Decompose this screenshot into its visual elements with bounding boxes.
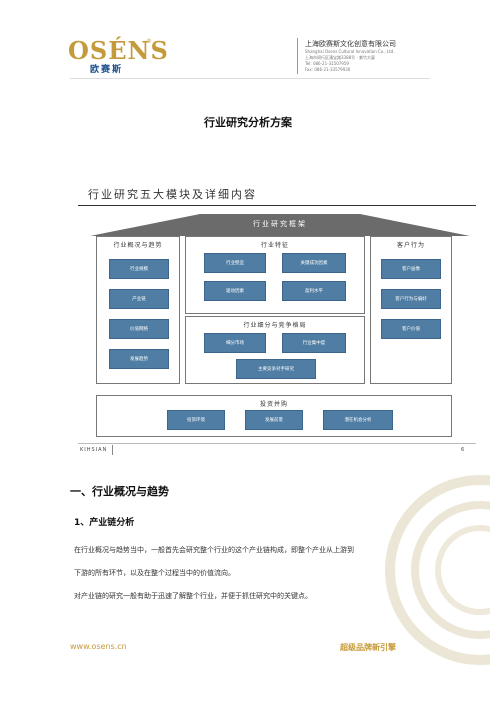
company-name: 上海欧赛斯文化创意有限公司 — [305, 40, 396, 48]
module-box: 发展趋势 — [109, 349, 169, 369]
paragraph-line: 对产业链的研究一般有助于迅速了解整个行业，并便于抓住研究中的关键点。 — [74, 592, 312, 600]
figure-title: 行业研究五大模块及详细内容 — [88, 188, 257, 201]
module-box: 价值网络 — [109, 319, 169, 339]
document-title: 行业研究分析方案 — [204, 116, 292, 129]
panel-title: 客户行为 — [396, 242, 425, 249]
module-box: 行业集中度 — [282, 333, 346, 353]
module-box: 主要竞争对手研究 — [236, 359, 316, 379]
module-box: 潜在机会分析 — [323, 410, 393, 430]
company-english-name: Shanghai Osens Cultural Innovation Co., … — [305, 49, 395, 54]
panel-customer-behavior: 客户行为 客户画像 客户行为与偏好 客户价值 — [370, 236, 452, 384]
module-box: 客户价值 — [381, 319, 441, 339]
registered-mark: ® — [146, 38, 152, 45]
decorative-watermark — [385, 475, 490, 665]
module-box: 行业壁垒 — [204, 253, 266, 273]
panel-investment: 投资并购 投资环境 发展前景 潜在机会分析 — [96, 395, 452, 437]
figure-brand-divider — [112, 445, 113, 455]
figure-footer-rule — [78, 443, 476, 444]
footer-slogan: 超级品牌新引擎 — [340, 643, 396, 652]
panel-industry-overview: 行业概况与趋势 行业规模 产业链 价值网络 发展趋势 — [96, 236, 180, 384]
figure-title-rule — [78, 205, 476, 206]
logo-wordmark: OSÉNS — [68, 36, 169, 65]
panel-segments-competition: 行业细分与竞争格局 细分市场 行业集中度 主要竞争对手研究 — [185, 316, 365, 384]
panel-title: 行业概况与趋势 — [113, 242, 163, 249]
logo-chinese-name: 欧赛斯 — [90, 65, 124, 75]
panel-title: 行业细分与竞争格局 — [243, 322, 307, 329]
module-box: 行业规模 — [109, 259, 169, 279]
section-heading: 一、行业概况与趋势 — [70, 485, 169, 498]
company-tel: Tel: 086-21-31507959 — [305, 61, 349, 66]
framework-roof-label: 行业研究框架 — [253, 220, 307, 228]
company-address: 上海市闵行区漕宝路3388号 · 紫竹大厦 — [305, 55, 375, 60]
module-box: 细分市场 — [204, 333, 266, 353]
panel-title: 行业特征 — [260, 242, 289, 249]
module-box: 驱动因素 — [204, 281, 266, 301]
subsection-heading: 1、产业链分析 — [74, 518, 135, 528]
module-box: 盈利水平 — [282, 281, 346, 301]
module-box: 投资环境 — [167, 410, 225, 430]
footer-website-link[interactable]: www.osens.cn — [70, 642, 127, 651]
module-box: 客户画像 — [381, 259, 441, 279]
panel-title: 投资并购 — [259, 401, 288, 408]
panel-industry-features: 行业特征 行业壁垒 关键成功因素 驱动因素 盈利水平 — [185, 236, 365, 314]
header-divider — [297, 38, 298, 74]
module-box: 产业链 — [109, 289, 169, 309]
figure-brand: KIHSIAN — [80, 447, 108, 453]
module-box: 发展前景 — [245, 410, 303, 430]
figure-page-number: 6 — [461, 447, 465, 453]
paragraph-line: 下游的所有环节，以及在整个过程当中的价值流向。 — [74, 569, 235, 577]
module-box: 关键成功因素 — [282, 253, 346, 273]
paragraph-line: 在行业概况与趋势当中，一般首先会研究整个行业的这个产业链构成，即整个产业从上游到 — [74, 546, 354, 554]
header-rule — [70, 78, 430, 79]
company-fax: Fax: 086-21-33579930 — [305, 67, 351, 72]
framework-roof — [90, 214, 470, 236]
module-box: 客户行为与偏好 — [381, 289, 441, 309]
